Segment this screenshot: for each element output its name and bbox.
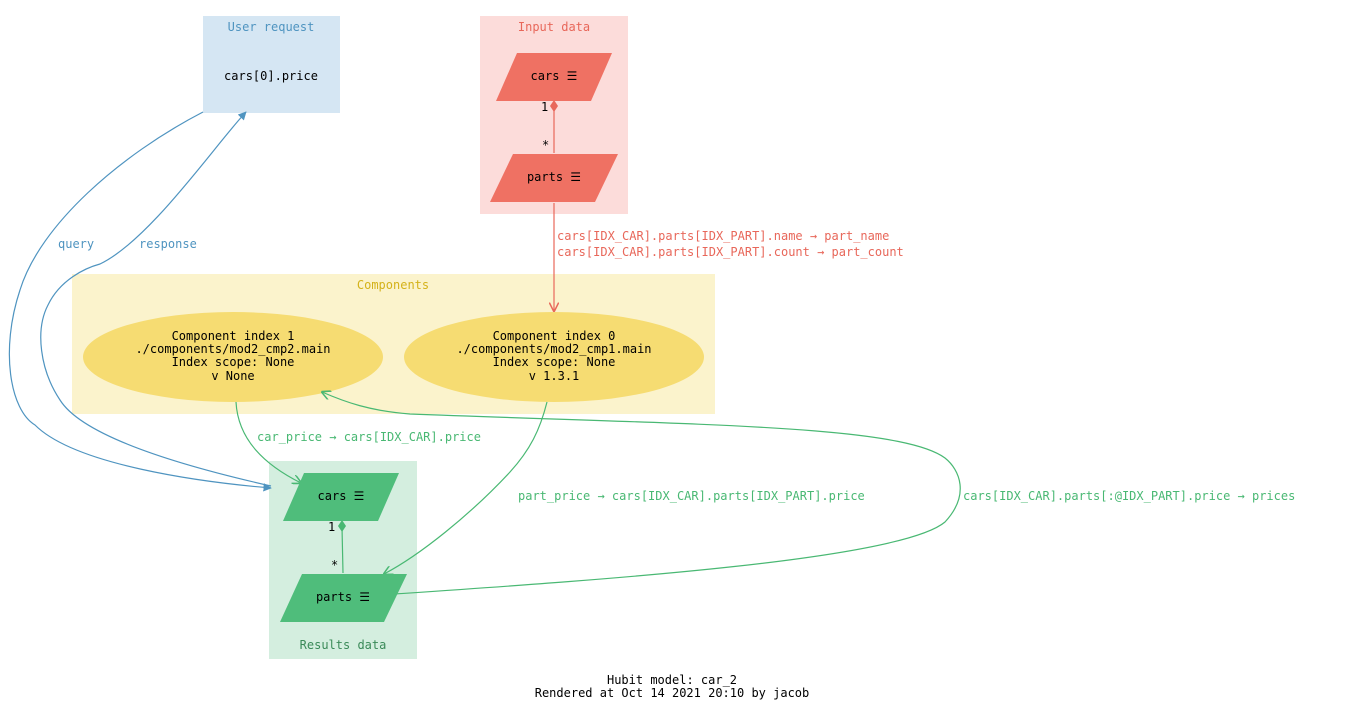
component-0-scope: Index scope: None	[493, 355, 616, 369]
result-node-parts-label: parts ☰	[316, 590, 370, 604]
edge-label-input-mapping-name: cars[IDX_CAR].parts[IDX_PART].name → par…	[557, 229, 889, 243]
edge-parts-to-component-1	[322, 392, 961, 595]
edge-label-part-price: part_price → cars[IDX_CAR].parts[IDX_PAR…	[518, 489, 865, 503]
result-node-cars-label: cars ☰	[318, 489, 365, 503]
user-request-query[interactable]: cars[0].price	[224, 69, 318, 83]
edge-component-1-to-cars	[235, 401, 301, 483]
multiplicity-many-results: *	[331, 558, 338, 572]
input-node-cars-label: cars ☰	[531, 69, 578, 83]
component-0-version: v 1.3.1	[529, 369, 580, 383]
cluster-user-request	[203, 16, 340, 113]
multiplicity-one-input: 1	[541, 100, 548, 114]
edge-label-car-price: car_price → cars[IDX_CAR].price	[257, 430, 481, 444]
component-1-title: Component index 1	[172, 329, 295, 343]
component-1-scope: Index scope: None	[172, 355, 295, 369]
component-1-path: ./components/mod2_cmp2.main	[135, 342, 330, 356]
edge-label-prices: cars[IDX_CAR].parts[:@IDX_PART].price → …	[963, 489, 1295, 503]
component-node-0[interactable]	[404, 312, 704, 402]
edge-query	[8, 111, 272, 492]
edge-component-0-to-parts	[384, 401, 548, 574]
multiplicity-many-input: *	[542, 138, 549, 152]
cluster-label-components: Components	[357, 278, 429, 292]
multiplicity-diamond-icon	[550, 100, 558, 112]
result-node-cars[interactable]	[283, 473, 399, 521]
edge-label-query: query	[58, 237, 94, 251]
cluster-label-input-data: Input data	[518, 20, 590, 34]
result-node-parts[interactable]	[280, 574, 407, 622]
component-node-1[interactable]	[83, 312, 383, 402]
input-node-cars[interactable]	[496, 53, 612, 101]
multiplicity-one-results: 1	[328, 520, 335, 534]
multiplicity-diamond-icon	[338, 520, 346, 532]
edge-label-input-mapping-count: cars[IDX_CAR].parts[IDX_PART].count → pa…	[557, 245, 904, 259]
component-1-version: v None	[211, 369, 254, 383]
footer-model-name: Hubit model: car_2	[607, 673, 737, 687]
edge-response	[40, 111, 272, 487]
edge-label-response: response	[139, 237, 197, 251]
component-0-path: ./components/mod2_cmp1.main	[456, 342, 651, 356]
edge-results-cars-parts	[341, 526, 344, 574]
cluster-label-user-request: User request	[228, 20, 315, 34]
component-0-title: Component index 0	[493, 329, 616, 343]
input-node-parts-label: parts ☰	[527, 170, 581, 184]
cluster-label-results-data: Results data	[300, 638, 387, 652]
footer-rendered-at: Rendered at Oct 14 2021 20:10 by jacob	[535, 686, 810, 700]
input-node-parts[interactable]	[490, 154, 618, 202]
